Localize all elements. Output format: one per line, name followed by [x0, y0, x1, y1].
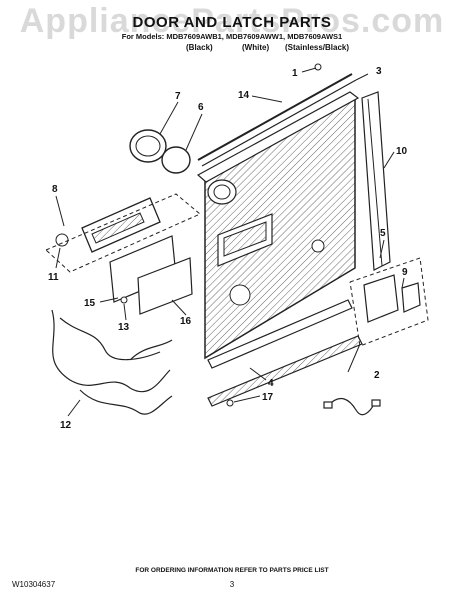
- model-list: For Models: MDB7609AWB1, MDB7609AWW1, MD…: [121, 32, 343, 41]
- document-code: W10304637: [12, 580, 56, 589]
- assembly-outlines: [45, 193, 429, 347]
- inner-door-panel: [196, 91, 360, 360]
- callout-3: 3: [376, 66, 382, 77]
- callout-2: 2: [374, 370, 380, 381]
- callout-13: 13: [118, 322, 130, 333]
- page-number: 3: [229, 580, 235, 589]
- vent-assembly: [363, 274, 421, 323]
- vent-gasket-ring: [129, 129, 191, 174]
- page-title: DOOR AND LATCH PARTS: [132, 14, 332, 31]
- callout-11: 11: [48, 272, 59, 283]
- callout-10: 10: [396, 146, 408, 157]
- callout-4: 4: [268, 378, 274, 389]
- callout-8: 8: [52, 184, 58, 195]
- callout-12: 12: [60, 420, 72, 431]
- bottom-trim-strips: [207, 299, 363, 407]
- watermark-text: AppliancePartsPros.com: [19, 2, 445, 40]
- wire-harness: [51, 309, 173, 415]
- side-door-seal: [361, 91, 391, 271]
- callout-9: 9: [402, 267, 408, 278]
- callout-leaders: [55, 67, 405, 417]
- callout-16: 16: [180, 316, 192, 327]
- control-board-cover: [109, 235, 193, 315]
- top-door-seal: [197, 63, 357, 167]
- callout-5: 5: [380, 228, 386, 239]
- callout-1: 1: [292, 68, 298, 79]
- callout-14: 14: [238, 90, 250, 101]
- callout-6: 6: [198, 102, 204, 113]
- callout-15: 15: [84, 298, 96, 309]
- door-cable: [323, 397, 381, 416]
- variant-black: (Black): [186, 43, 213, 52]
- callout-7: 7: [175, 91, 181, 102]
- variant-white: (White): [242, 43, 270, 52]
- variant-stainless: (Stainless/Black): [285, 43, 350, 52]
- ordering-note: FOR ORDERING INFORMATION REFER TO PARTS …: [135, 567, 329, 574]
- callout-17: 17: [262, 392, 274, 403]
